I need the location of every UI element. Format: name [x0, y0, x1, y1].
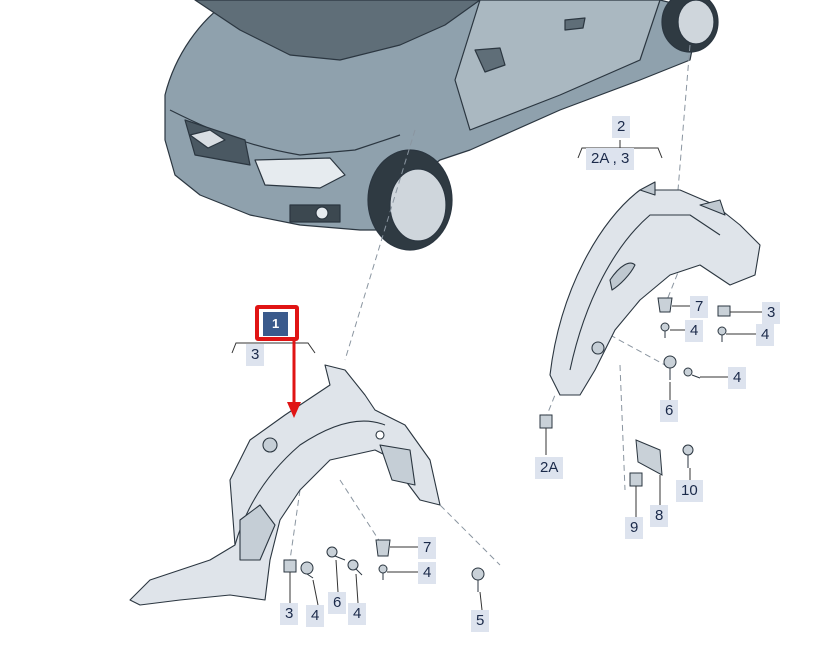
part-label-5[interactable]: 5: [471, 610, 490, 632]
screw-icon: [683, 367, 693, 377]
part-label-4[interactable]: 4: [418, 562, 437, 584]
clip-icon: [375, 539, 391, 557]
part-label-4[interactable]: 4: [756, 324, 775, 346]
selected-part-highlight: [255, 305, 299, 341]
part-label-6[interactable]: 6: [660, 400, 679, 422]
screw-icon: [663, 355, 677, 369]
part-label-2a-3[interactable]: 2A , 3: [586, 148, 635, 170]
part-label-2a[interactable]: 2A: [535, 457, 564, 479]
screw-icon: [717, 326, 727, 336]
selection-arrow: [287, 341, 301, 418]
part-label-9[interactable]: 9: [625, 517, 644, 539]
fasteners: [283, 297, 731, 592]
nut-icon: [717, 305, 731, 317]
part-label-3[interactable]: 3: [246, 344, 265, 366]
wheel-liner-rear-right: [549, 181, 761, 396]
part-label-3[interactable]: 3: [762, 302, 781, 324]
screw-icon: [682, 444, 694, 456]
nut-icon: [629, 472, 643, 487]
part-label-7[interactable]: 7: [418, 537, 437, 559]
part-label-7[interactable]: 7: [690, 296, 709, 318]
part-label-3[interactable]: 3: [280, 603, 299, 625]
part-label-6[interactable]: 6: [328, 592, 347, 614]
part-label-4[interactable]: 4: [306, 605, 325, 627]
bracket-icon: [635, 439, 663, 476]
clip-icon: [539, 414, 553, 429]
screw-icon: [300, 561, 314, 575]
part-label-4[interactable]: 4: [685, 320, 704, 342]
expansion-rivet-icon: [471, 567, 485, 581]
part-label-4[interactable]: 4: [728, 367, 747, 389]
car-illustration: [164, 0, 719, 251]
screw-icon: [347, 559, 359, 571]
screw-icon: [660, 322, 670, 332]
screw-icon: [378, 564, 388, 574]
leader-lines: [289, 44, 691, 566]
callout-lines: [231, 140, 762, 611]
screw-icon: [326, 546, 338, 558]
part-label-10[interactable]: 10: [676, 480, 703, 502]
wheel-liner-front-left: [129, 364, 441, 606]
clip-icon: [657, 297, 673, 313]
part-label-1[interactable]: 1: [263, 312, 289, 336]
nut-icon: [283, 559, 297, 573]
part-label-2[interactable]: 2: [612, 116, 631, 138]
part-label-8[interactable]: 8: [650, 505, 669, 527]
part-label-4[interactable]: 4: [348, 603, 367, 625]
